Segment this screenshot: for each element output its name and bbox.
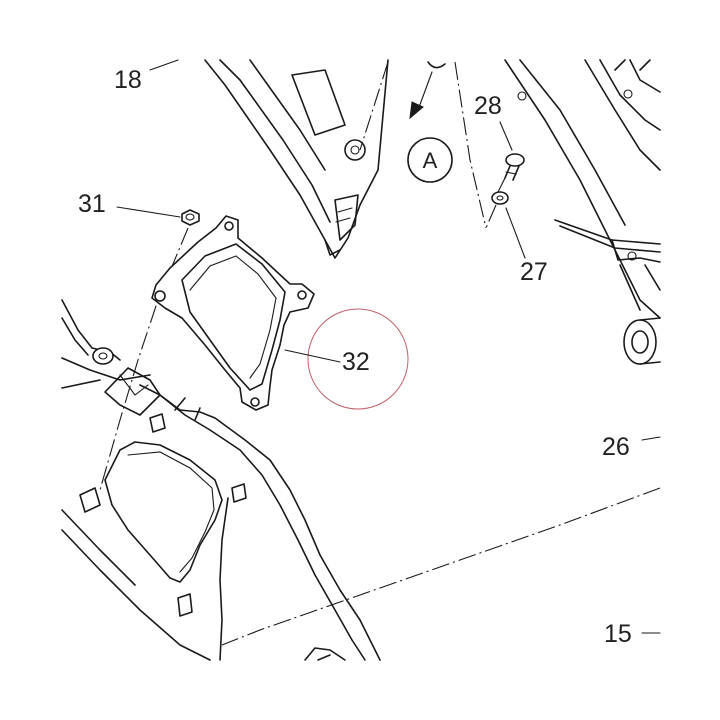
left-clip bbox=[61, 299, 161, 416]
part-32-bracket bbox=[151, 215, 315, 411]
right-frame bbox=[504, 59, 661, 365]
lower-panel bbox=[61, 384, 381, 661]
arrow-a: A bbox=[407, 61, 453, 183]
view-a-circle bbox=[407, 137, 453, 183]
highlight-circle bbox=[307, 308, 409, 410]
callout-a: A bbox=[423, 148, 438, 173]
part-31-nut bbox=[181, 209, 200, 226]
callout-32: 32 bbox=[342, 348, 370, 376]
callout-18: 18 bbox=[114, 66, 142, 94]
callout-27: 27 bbox=[520, 258, 548, 286]
callout-26: 26 bbox=[602, 433, 630, 461]
part-18 bbox=[204, 59, 389, 259]
callout-31: 31 bbox=[78, 190, 106, 218]
part-28-screw bbox=[504, 153, 525, 181]
callout-28: 28 bbox=[474, 92, 502, 120]
callout-15: 15 bbox=[604, 620, 632, 648]
part-27-washer bbox=[491, 191, 509, 205]
